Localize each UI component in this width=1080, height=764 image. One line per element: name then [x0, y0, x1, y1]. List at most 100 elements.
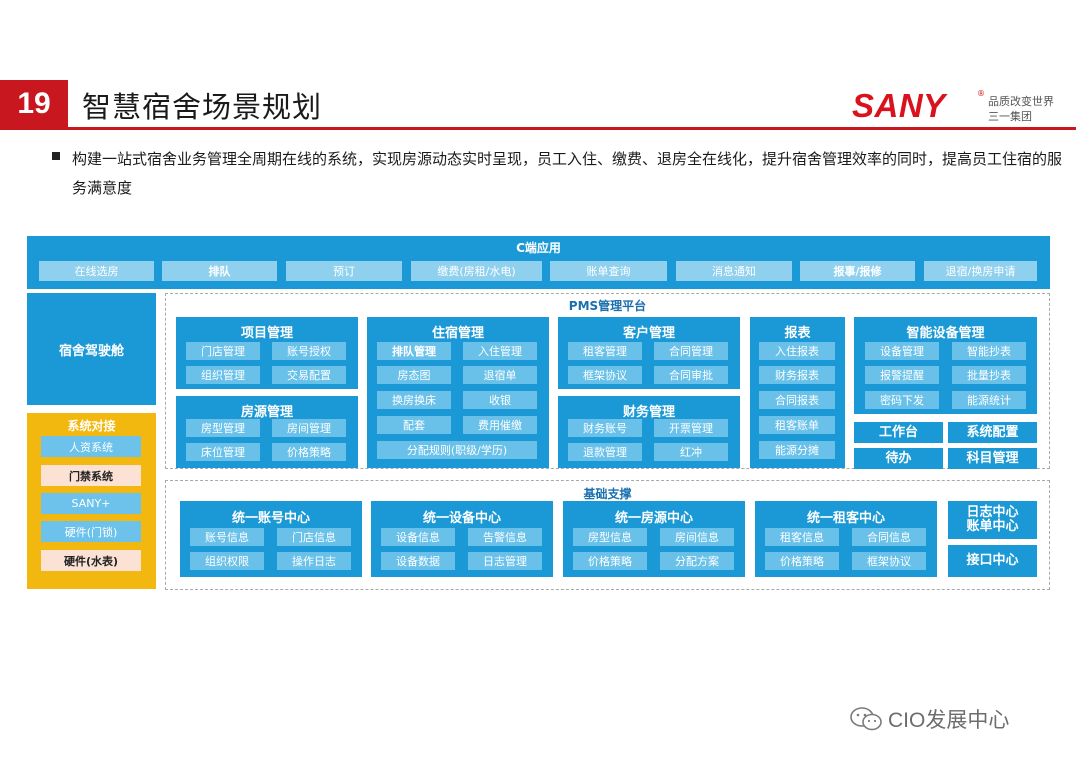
- module-chip: 价格策略: [573, 552, 647, 570]
- module-chip: 操作日志: [277, 552, 351, 570]
- module-chip: 组织权限: [190, 552, 264, 570]
- module-chip: 房间管理: [272, 419, 346, 437]
- registered-mark: ®: [977, 89, 985, 98]
- cockpit-box: 宿舍驾驶舱: [27, 293, 156, 405]
- module-chip: 财务报表: [759, 366, 835, 384]
- device-center-title: 统一设备中心: [422, 511, 501, 526]
- page-number: 19: [0, 80, 68, 127]
- module-chip: 交易配置: [272, 366, 346, 384]
- module-chip: 配套: [377, 416, 451, 434]
- housing-mgmt-title: 房源管理: [240, 405, 293, 420]
- module-chip: 框架协议: [568, 366, 642, 384]
- account-center-title: 统一账号中心: [231, 511, 310, 526]
- module-chip: 租客信息: [765, 528, 839, 546]
- todo-button: 待办: [854, 448, 943, 469]
- module-chip: 组织管理: [186, 366, 260, 384]
- customer-mgmt-title: 客户管理: [622, 326, 675, 341]
- module-chip: 告警信息: [468, 528, 542, 546]
- base-frame: [165, 480, 1050, 590]
- bill-center-label: 账单中心: [966, 519, 1019, 534]
- sany-logo: SANY: [852, 87, 946, 124]
- project-mgmt-title: 项目管理: [240, 326, 293, 341]
- c-app-item: 退宿/换房申请: [924, 261, 1037, 281]
- module-chip: 开票管理: [654, 419, 728, 437]
- module-chip: 能源分摊: [759, 441, 835, 459]
- c-app-item: 消息通知: [676, 261, 792, 281]
- module-chip: 批量抄表: [952, 366, 1026, 384]
- module-chip: 设备管理: [865, 342, 939, 360]
- slogan-line1: 品质改变世界: [988, 95, 1054, 108]
- log-center-label: 日志中心: [966, 505, 1019, 520]
- module-chip: 床位管理: [186, 443, 260, 461]
- intro-text: 构建一站式宿舍业务管理全周期在线的系统，实现房源动态实时呈现，员工入住、缴费、退…: [72, 150, 1063, 197]
- housing-center-title: 统一房源中心: [614, 511, 693, 526]
- smart-device-title: 智能设备管理: [906, 326, 985, 341]
- wechat-icon: [850, 707, 882, 731]
- module-chip: 合同信息: [852, 528, 926, 546]
- module-chip: 账号授权: [272, 342, 346, 360]
- module-chip: 退款管理: [568, 443, 642, 461]
- module-chip: 能源统计: [952, 391, 1026, 409]
- module-chip: 财务账号: [568, 419, 642, 437]
- module-chip: 合同管理: [654, 342, 728, 360]
- module-chip: 门店信息: [277, 528, 351, 546]
- module-chip: 收银: [463, 391, 537, 409]
- module-chip: 账号信息: [190, 528, 264, 546]
- module-chip: 红冲: [654, 443, 728, 461]
- module-chip: 设备数据: [381, 552, 455, 570]
- system-item: 硬件(门锁): [41, 521, 141, 542]
- c-app-item: 账单查询: [550, 261, 667, 281]
- c-app-item: 预订: [286, 261, 402, 281]
- pms-title: PMS管理平台: [568, 299, 647, 313]
- module-chip: 合同审批: [654, 366, 728, 384]
- log-bill-center: 日志中心 账单中心: [948, 501, 1037, 539]
- system-item: SANY+: [41, 493, 141, 514]
- module-chip: 换房换床: [377, 391, 451, 409]
- module-chip: 密码下发: [865, 391, 939, 409]
- tenant-center-title: 统一租客中心: [806, 511, 885, 526]
- module-chip: 房态图: [377, 366, 451, 384]
- bullet-icon: [52, 152, 60, 160]
- module-chip: 分配方案: [660, 552, 734, 570]
- module-chip: 报警提醒: [865, 366, 939, 384]
- base-title: 基础支撑: [583, 487, 632, 501]
- title-divider: [0, 127, 1076, 130]
- subject-mgmt-button: 科目管理: [948, 448, 1037, 469]
- module-chip: 智能抄表: [952, 342, 1026, 360]
- c-app-item: 报事/报修: [800, 261, 915, 281]
- module-chip: 门店管理: [186, 342, 260, 360]
- c-app-item: 在线选房: [39, 261, 154, 281]
- pms-frame: [165, 293, 1050, 469]
- watermark-text: CIO发展中心: [888, 709, 1010, 732]
- c-app-title: C端应用: [516, 241, 561, 255]
- module-chip: 租客账单: [759, 416, 835, 434]
- interface-center: 接口中心: [948, 545, 1037, 577]
- module-chip: 入住报表: [759, 342, 835, 360]
- module-chip: 排队管理: [377, 342, 451, 360]
- slogan-line2: 三一集团: [988, 110, 1032, 123]
- system-item: 硬件(水表): [41, 550, 141, 571]
- module-chip: 分配规则(职级/学历): [377, 441, 537, 459]
- module-chip: 价格策略: [765, 552, 839, 570]
- finance-mgmt-title: 财务管理: [622, 405, 675, 420]
- module-chip: 设备信息: [381, 528, 455, 546]
- c-app-item: 排队: [162, 261, 277, 281]
- module-chip: 退宿单: [463, 366, 537, 384]
- system-item: 门禁系统: [41, 465, 141, 486]
- module-chip: 房型信息: [573, 528, 647, 546]
- module-chip: 租客管理: [568, 342, 642, 360]
- page-title: 智慧宿舍场景规划: [82, 90, 323, 124]
- reports-title: 报表: [784, 326, 811, 341]
- c-app-item: 缴费(房租/水电): [411, 261, 542, 281]
- module-chip: 房型管理: [186, 419, 260, 437]
- module-chip: 价格策略: [272, 443, 346, 461]
- workbench-button: 工作台: [854, 422, 943, 443]
- accommodation-mgmt-title: 住宿管理: [431, 326, 484, 341]
- module-chip: 入住管理: [463, 342, 537, 360]
- module-chip: 费用催缴: [463, 416, 537, 434]
- module-chip: 日志管理: [468, 552, 542, 570]
- module-chip: 框架协议: [852, 552, 926, 570]
- system-item: 人资系统: [41, 436, 141, 457]
- module-chip: 合同报表: [759, 391, 835, 409]
- system-config-button: 系统配置: [948, 422, 1037, 443]
